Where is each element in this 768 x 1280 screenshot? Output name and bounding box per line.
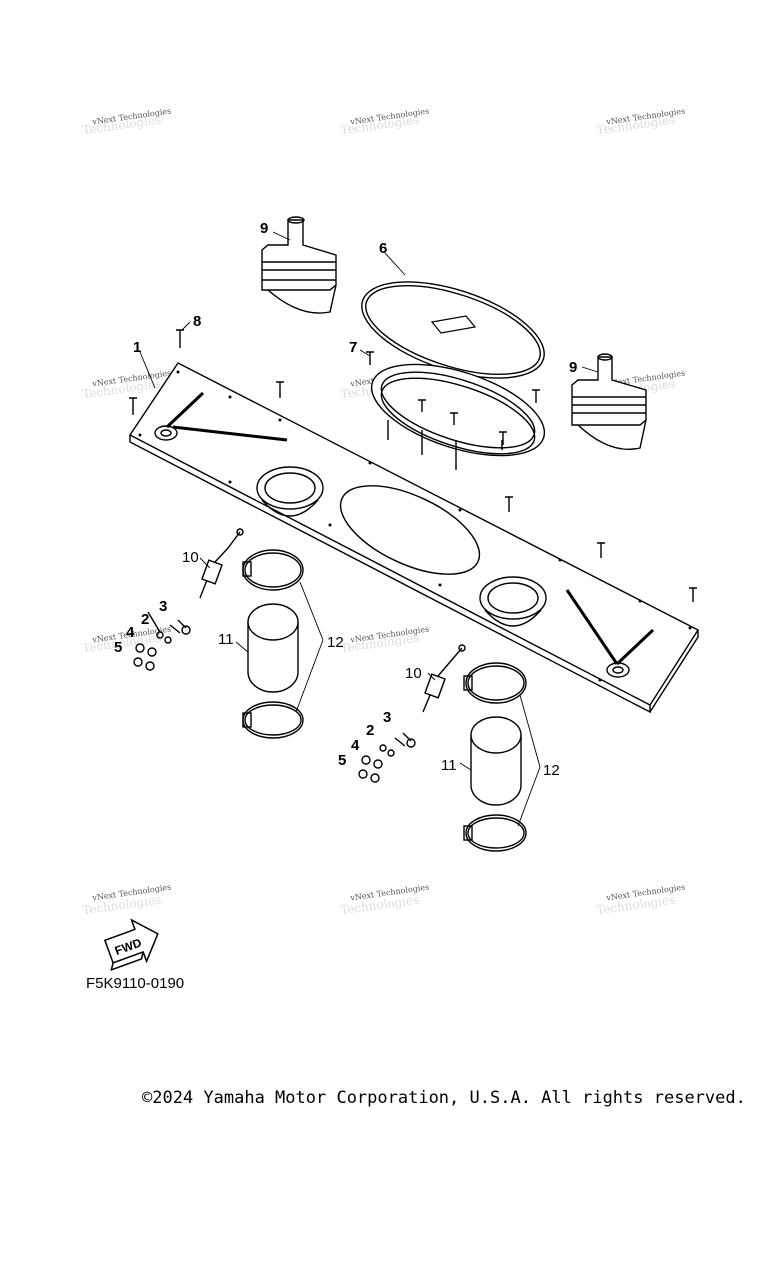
callout-3: 3 — [159, 598, 167, 615]
fwd-arrow-icon: FWD — [103, 918, 159, 972]
callout-11: 11 — [441, 757, 457, 774]
callout-2: 2 — [366, 722, 374, 739]
callout-9: 9 — [569, 359, 577, 376]
part-12-clamp-top-left — [242, 549, 304, 591]
part-12-clamp-top-right — [463, 662, 527, 704]
callout-10: 10 — [182, 549, 199, 566]
part-12-clamp-bottom-right — [463, 814, 527, 852]
part-9-outlet-left — [261, 216, 337, 314]
callout-12: 12 — [327, 634, 344, 651]
callout-3: 3 — [383, 709, 391, 726]
part-11-hose-left — [247, 603, 299, 693]
callout-7: 7 — [349, 339, 357, 356]
part-12-clamp-bottom-left — [242, 701, 304, 739]
part-9-outlet-right — [571, 353, 647, 450]
callout-10: 10 — [405, 665, 422, 682]
part-11-hose-right — [470, 716, 522, 806]
callout-5: 5 — [338, 752, 346, 769]
callout-11: 11 — [218, 631, 234, 648]
leader-lines — [139, 231, 599, 827]
callout-6: 6 — [379, 240, 387, 257]
callout-4: 4 — [126, 624, 135, 641]
part-7-frame — [370, 363, 546, 470]
callout-8: 8 — [193, 313, 201, 330]
drawing-code: F5K9110-0190 — [86, 975, 185, 992]
hardware-left — [133, 611, 191, 671]
callout-2: 2 — [141, 611, 149, 628]
copyright-notice: ©2024 Yamaha Motor Corporation, U.S.A. A… — [142, 1088, 746, 1108]
hardware-right — [358, 732, 416, 783]
callout-9: 9 — [260, 220, 268, 237]
screws — [129, 329, 697, 602]
part-1-plate — [128, 362, 700, 714]
callout-1: 1 — [133, 339, 141, 356]
part-10-connector-right — [422, 644, 466, 713]
callout-5: 5 — [114, 639, 122, 656]
callout-12: 12 — [543, 762, 560, 779]
part-10-connector-left — [199, 528, 244, 599]
callout-4: 4 — [351, 737, 360, 754]
